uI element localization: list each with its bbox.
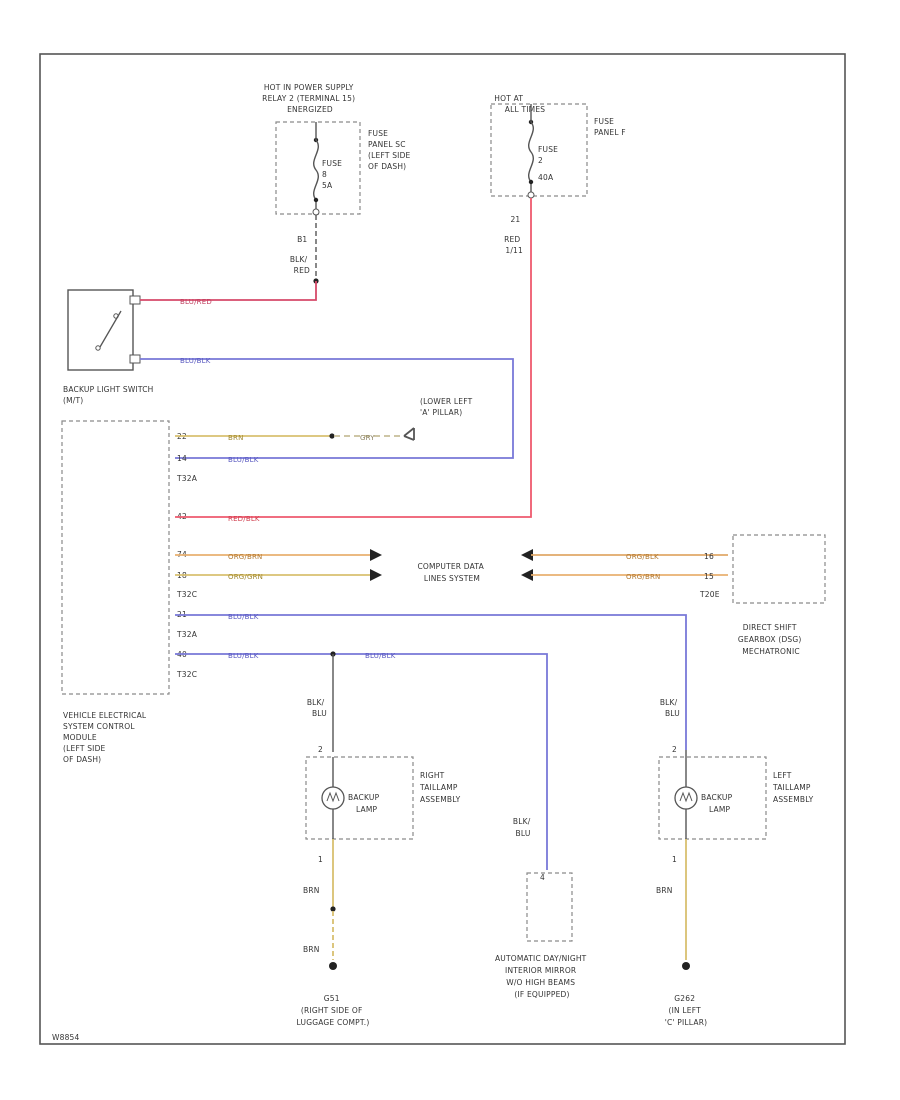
dsg-connector-t20e: T20E — [699, 590, 720, 599]
wire-blk-blu-mirror-label: BLK/ BLU — [513, 817, 533, 838]
ground-lower-left-a-pillar — [403, 427, 415, 441]
fuse-8-terminal-bottom — [313, 197, 319, 203]
dsg-pin-15: 15 — [704, 572, 714, 581]
dsg-pin-16: 16 — [704, 552, 714, 561]
left-taillamp-assembly — [658, 756, 767, 840]
wire-red-blk — [175, 198, 532, 518]
right-tail-pin-bottom: 1 — [318, 855, 323, 864]
module-label: VEHICLE ELECTRICAL SYSTEM CONTROL MODULE… — [63, 711, 149, 764]
wire-blu-red-label: BLU/RED — [180, 298, 212, 306]
wire-org-blk-dsg-label: ORG/BLK — [626, 553, 659, 561]
direct-shift-gearbox-mechatronic — [732, 534, 826, 604]
left-tail-pin-top: 2 — [672, 745, 677, 754]
wire-blu-blk-pin14-label: BLU/BLK — [228, 456, 259, 464]
backup-lamp-right-filament — [326, 791, 340, 803]
backup-lamp-left-icon — [674, 786, 698, 810]
wire-blu-blk-mirror — [175, 653, 548, 870]
backup-light-switch — [67, 289, 134, 371]
module-connector-t32c-1: T32C — [176, 590, 197, 599]
wire-org-brn-dsg-label: ORG/BRN — [626, 573, 660, 581]
wire-blu-blk-switch-label: BLU/BLK — [180, 357, 211, 365]
arrow-org-blk-dsg — [521, 549, 533, 561]
switch-contact-bottom — [95, 345, 101, 351]
fuse-2-connector — [527, 191, 535, 199]
diagram-code: W8854 — [52, 1033, 80, 1042]
wire-gry-ground-label: GRY — [360, 434, 375, 442]
wire-blk-red-supply-label: B1 BLK/ RED — [290, 235, 310, 275]
wire-blu-blk-switch — [140, 358, 514, 459]
fuse-panel-f-label: FUSE PANEL F — [594, 117, 626, 137]
wire-blk-blu-right-tail-label: BLK/ BLU — [307, 698, 327, 718]
left-backup-lamp-label: BACKUP LAMP — [701, 793, 735, 814]
wire-brn-module-label: BRN — [228, 434, 244, 442]
left-tail-pin-bottom: 1 — [672, 855, 677, 864]
wire-blu-blk-pin40-label: BLU/BLK — [228, 652, 259, 660]
diagram-frame — [39, 53, 846, 1045]
ground-g51-label: G51 (RIGHT SIDE OF LUGGAGE COMPT.) — [297, 994, 370, 1027]
wire-org-brn-module-label: ORG/BRN — [228, 553, 262, 561]
wire-org-grn-module-label: ORG/GRN — [228, 573, 263, 581]
wire-blu-red — [140, 281, 317, 301]
module-connector-t32a-2: T32A — [176, 630, 198, 639]
ground-g262-icon — [682, 962, 690, 970]
dsg-label: DIRECT SHIFT GEARBOX (DSG) MECHATRONIC — [738, 623, 804, 656]
wire-blu-blk-left-tail — [175, 614, 687, 750]
fuse-panel-sc-label: FUSE PANEL SC (LEFT SIDE OF DASH) — [368, 129, 413, 171]
hot-at-all-times-label: HOT AT ALL TIMES — [494, 94, 545, 114]
relay-supply-label: HOT IN POWER SUPPLY RELAY 2 (TERMINAL 15… — [262, 83, 358, 114]
splice-brn-right — [330, 906, 336, 912]
switch-pin-top — [129, 295, 141, 305]
left-taillamp-assembly-label: LEFT TAILLAMP ASSEMBLY — [772, 771, 814, 804]
ground-lower-left-a-pillar-label: (LOWER LEFT 'A' PILLAR) — [420, 397, 475, 417]
fuse-panel-f-box — [490, 103, 588, 197]
fuse-2-symbol — [528, 104, 534, 194]
switch-blade — [99, 310, 122, 348]
module-connector-t32c-2: T32C — [176, 670, 197, 679]
mirror-pin-4: 4 — [540, 873, 545, 882]
arrow-org-brn-module — [370, 549, 382, 561]
right-tail-pin-top: 2 — [318, 745, 323, 754]
wire-red-blk-label: RED/BLK — [228, 515, 260, 523]
wire-blk-blu-left-tail-label: BLK/ BLU — [660, 698, 680, 718]
splice-brn — [329, 433, 335, 439]
wire-blu-blk-splice-label: BLU/BLK — [365, 652, 396, 660]
ground-g51-icon — [329, 962, 337, 970]
fuse-2-terminal-bottom — [528, 179, 534, 185]
ground-g262-label: G262 (IN LEFT 'C' PILLAR) — [665, 994, 707, 1027]
vehicle-electrical-system-control-module — [61, 420, 170, 695]
computer-data-lines-label: COMPUTER DATA LINES SYSTEM — [417, 562, 486, 583]
fuse-8-connector — [312, 208, 320, 216]
right-backup-lamp-label: BACKUP LAMP — [348, 793, 382, 814]
backup-lamp-left-filament — [679, 791, 693, 803]
wire-brn-right-ground-label: BRN — [303, 945, 320, 954]
arrow-org-brn-dsg — [521, 569, 533, 581]
wire-red-supply-label: 21 RED 1/11 — [504, 215, 523, 255]
wire-brn-right-tail-label: BRN — [303, 886, 320, 895]
fuse-2-label: FUSE 2 40A — [538, 145, 561, 182]
mirror-label: AUTOMATIC DAY/NIGHT INTERIOR MIRROR W/O … — [495, 954, 589, 999]
right-taillamp-assembly-label: RIGHT TAILLAMP ASSEMBLY — [419, 771, 461, 804]
backup-lamp-right-icon — [321, 786, 345, 810]
right-taillamp-assembly — [305, 756, 414, 840]
fuse-8-symbol — [313, 122, 319, 214]
wire-blu-blk-left-tail-label: BLU/BLK — [228, 613, 259, 621]
switch-pin-bottom — [129, 354, 141, 364]
backup-light-switch-label: BACKUP LIGHT SWITCH (M/T) — [63, 385, 156, 405]
module-pin-14: 14 — [177, 454, 187, 463]
module-connector-t32a-1: T32A — [176, 474, 198, 483]
automatic-day-night-interior-mirror — [526, 872, 573, 942]
fuse-8-label: FUSE 8 5A — [322, 159, 345, 190]
wire-brn-left-tail-label: BRN — [656, 886, 673, 895]
arrow-org-grn-module — [370, 569, 382, 581]
